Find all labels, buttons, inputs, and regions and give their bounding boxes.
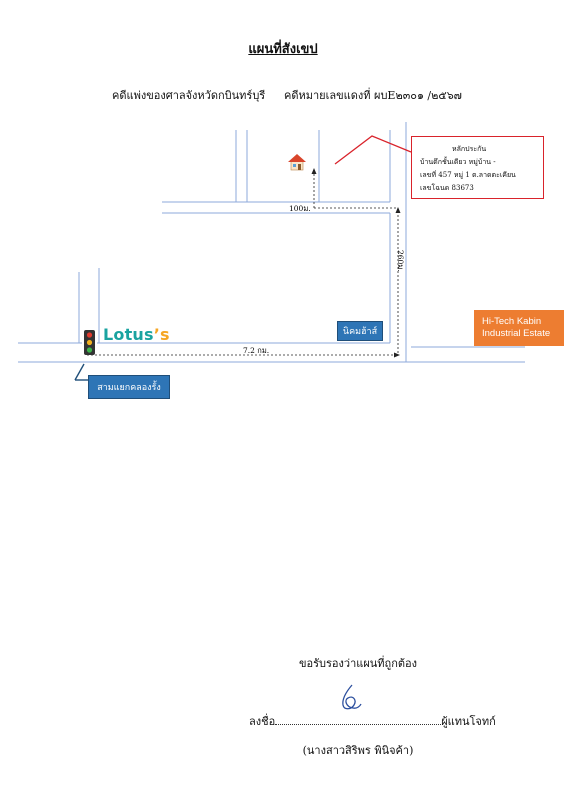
sign-role: ผู้แทนโจทก์: [441, 715, 496, 728]
lotus-logo: Lotus’s: [103, 325, 170, 344]
certification-text: ขอรับรองว่าแผนที่ถูกต้อง: [298, 657, 417, 670]
hitech-line-2: Industrial Estate: [482, 328, 551, 339]
page-title: แผนที่สังเขป: [248, 42, 318, 57]
arrowhead-up-2: [311, 168, 317, 174]
house-icon: [288, 154, 306, 171]
collateral-line-1: บ้านตึกชั้นเดียว หมู่บ้าน -: [420, 158, 496, 166]
lotus-logo-main: Lotus: [103, 325, 154, 344]
collateral-line-3: เลขโฉนด 83673: [420, 184, 474, 192]
junction-pointer-line: [74, 363, 85, 381]
collateral-line-2: เลขที่ 457 หมู่ 1 ต.ลาดตะเคียน: [420, 171, 516, 179]
route-lines: [87, 173, 399, 356]
lotus-logo-suffix: ’s: [153, 325, 170, 344]
signature-row: ลงชื่อ ผู้แทนโจทก์: [249, 712, 496, 730]
distance-72km-label: 7.2 กม.: [243, 346, 269, 355]
collateral-info-box: หลักประกัน บ้านตึกชั้นเดียว หมู่บ้าน - เ…: [411, 136, 544, 199]
court-name: คดีแพ่งของศาลจังหวัดกบินทร์บุรี: [112, 89, 266, 102]
hitech-kabin-label: Hi-Tech Kabin Industrial Estate: [474, 310, 564, 346]
case-number: คดีหมายเลขแดงที่ ผบE๒๓๐๑ /๒๕๖๗: [284, 89, 462, 102]
collateral-heading: หลักประกัน: [452, 145, 487, 153]
signature-line: [275, 714, 442, 725]
arrowhead-up-1: [395, 207, 401, 213]
route-arrowheads: [311, 168, 401, 358]
distance-100m-label: 100ม.: [289, 204, 311, 213]
hitech-line-1: Hi-Tech Kabin: [482, 316, 542, 327]
signer-name: (นางสาวสิริพร พินิจค้า): [302, 744, 414, 757]
junction-label: สามแยกคลองรั้ง: [88, 375, 170, 399]
sign-label: ลงชื่อ: [249, 715, 276, 728]
collateral-pointer-line: [334, 135, 412, 165]
distance-260m-label: 260ม.: [396, 250, 405, 272]
arrowhead-right: [394, 352, 400, 358]
traffic-light-icon: [84, 330, 95, 355]
nikhom-house-label: นิคมฮ้าส์: [337, 321, 383, 341]
signature-mark: [342, 684, 362, 710]
road-lines: [18, 122, 525, 363]
